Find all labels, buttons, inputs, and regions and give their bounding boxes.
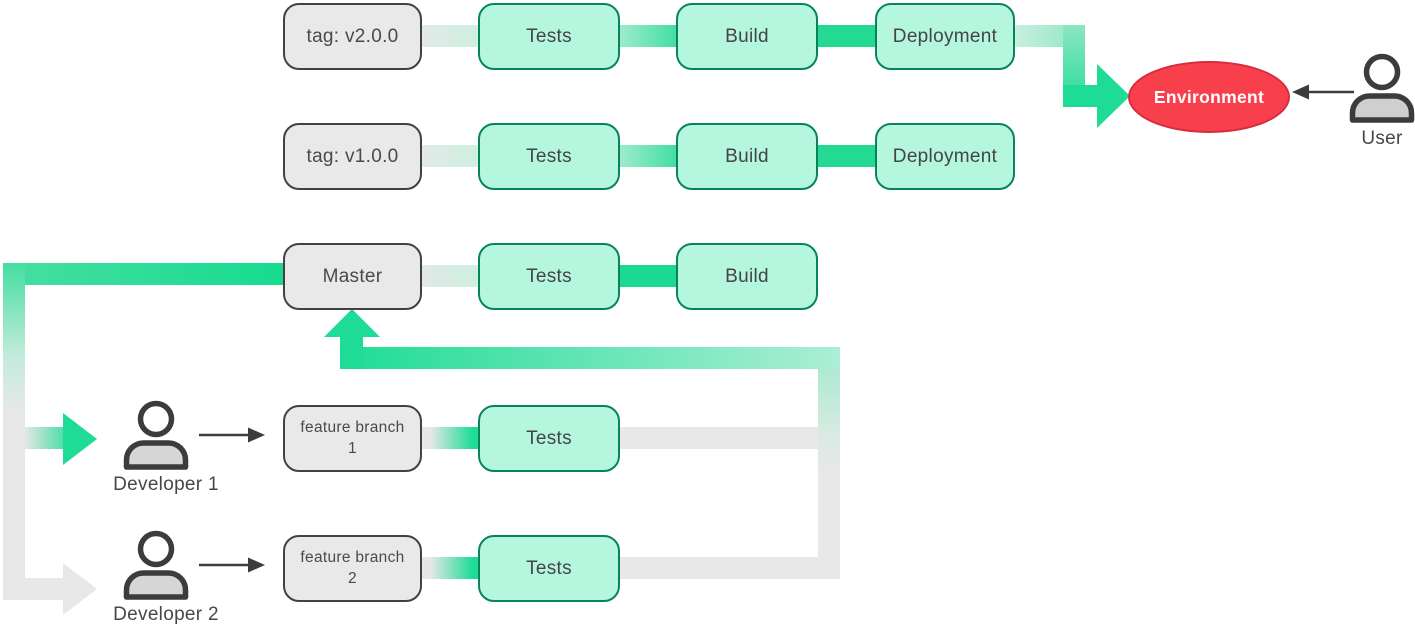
connector-v1-tests-build: [620, 145, 676, 167]
node-feature2-tests: Tests: [478, 535, 620, 602]
arrow-user-to-environment: [1292, 84, 1354, 100]
node-v2-build-label: Build: [725, 25, 769, 47]
node-master: Master: [283, 243, 422, 310]
node-environment: Environment: [1128, 61, 1290, 133]
connector-v2-tests-build: [620, 25, 676, 47]
node-environment-label: Environment: [1153, 86, 1265, 107]
arrowhead-environment: [1097, 64, 1130, 128]
user-icon: [1349, 53, 1415, 123]
developer2-label: Developer 2: [113, 604, 219, 625]
pipe-merge-shaft: [340, 336, 363, 369]
feature2-line1: feature branch: [300, 549, 405, 567]
pipe-merge-h: [340, 347, 840, 369]
node-v1-deployment: Deployment: [875, 123, 1015, 190]
feature2-line2: 2: [348, 569, 357, 587]
arrowhead-developer1: [63, 413, 97, 465]
pipe-deployment-env-h2: [1063, 85, 1097, 107]
pipe-return-vertical: [818, 347, 840, 579]
developer2-icon: [123, 530, 189, 600]
node-v2-tests: Tests: [478, 3, 620, 70]
pipe-branch-developer2: [3, 578, 63, 600]
node-tag-v2-label: tag: v2.0.0: [306, 25, 399, 47]
arrowhead-developer2: [63, 563, 97, 615]
node-v2-tests-label: Tests: [526, 25, 572, 47]
node-feature-branch-2: feature branch 2: [283, 535, 422, 602]
node-feature1-tests-label: Tests: [526, 427, 572, 449]
pipe-feature2-tests-return: [620, 557, 840, 579]
feature1-line1: feature branch: [300, 419, 405, 437]
node-master-label: Master: [322, 265, 383, 287]
connector-v2-build-deployment: [818, 25, 875, 47]
node-master-tests: Tests: [478, 243, 620, 310]
pipe-left-vertical: [3, 263, 25, 600]
node-v2-deployment-label: Deployment: [892, 25, 998, 47]
node-feature2-tests-label: Tests: [526, 557, 572, 579]
feature1-line2: 1: [348, 439, 357, 457]
connector-master-tests: [422, 265, 478, 287]
developer1-icon: [123, 400, 189, 470]
connector-feature1-tests: [422, 427, 478, 449]
connector-v1-build-deployment: [818, 145, 875, 167]
user-label: User: [1361, 128, 1403, 149]
node-tag-v1-label: tag: v1.0.0: [306, 145, 399, 167]
node-v1-tests: Tests: [478, 123, 620, 190]
node-tag-v2: tag: v2.0.0: [283, 3, 422, 70]
node-master-build-label: Build: [725, 265, 769, 287]
arrow-developer1-to-feature1: [199, 427, 265, 443]
node-feature-branch-2-label: feature branch 2: [300, 548, 404, 588]
developer1-label: Developer 1: [113, 474, 219, 495]
node-v2-deployment: Deployment: [875, 3, 1015, 70]
pipe-master-left-h: [25, 263, 283, 285]
pipe-branch-developer1: [25, 427, 63, 449]
connector-master-tests-build: [620, 265, 676, 287]
arrow-developer2-to-feature2: [199, 557, 265, 573]
node-feature1-tests: Tests: [478, 405, 620, 472]
pipe-feature1-tests-return: [620, 427, 840, 449]
connector-feature2-tests: [422, 557, 478, 579]
connector-v1-tag-tests: [422, 145, 478, 167]
node-v1-build: Build: [676, 123, 818, 190]
node-master-build: Build: [676, 243, 818, 310]
node-v2-build: Build: [676, 3, 818, 70]
node-master-tests-label: Tests: [526, 265, 572, 287]
node-v1-deployment-label: Deployment: [892, 145, 998, 167]
arrowhead-master-merge: [324, 309, 380, 337]
node-feature-branch-1-label: feature branch 1: [300, 418, 404, 458]
connector-v2-tag-tests: [422, 25, 478, 47]
node-tag-v1: tag: v1.0.0: [283, 123, 422, 190]
node-feature-branch-1: feature branch 1: [283, 405, 422, 472]
node-v1-tests-label: Tests: [526, 145, 572, 167]
node-v1-build-label: Build: [725, 145, 769, 167]
